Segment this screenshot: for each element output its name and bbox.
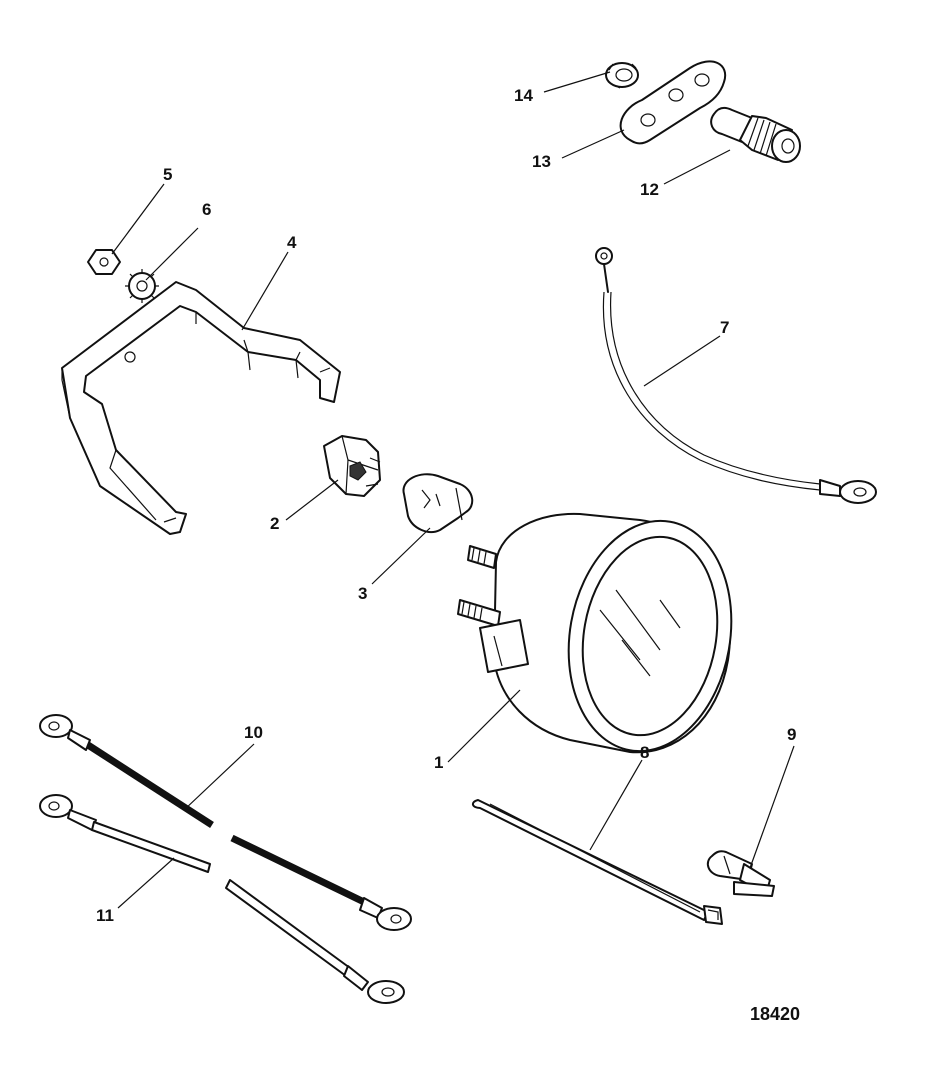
part-9-connector (706, 850, 775, 897)
leader-lines (111, 71, 795, 909)
leader-8 (589, 759, 643, 851)
part-1-gauge (457, 512, 733, 754)
figure-id: 18420 (750, 1004, 800, 1024)
callout-12: 12 (640, 180, 659, 199)
leader-10 (183, 743, 255, 811)
callout-11: 11 (96, 906, 114, 925)
callout-7: 7 (720, 318, 729, 337)
callout-8: 8 (640, 743, 649, 762)
part-12-sender (710, 106, 801, 163)
leader-6 (145, 227, 199, 281)
part-13-gasket (619, 60, 727, 145)
leader-5 (111, 183, 165, 255)
leader-4 (241, 251, 289, 331)
leader-1 (447, 689, 521, 763)
callout-13: 13 (532, 152, 551, 171)
leader-3 (371, 527, 431, 585)
callout-10: 10 (244, 723, 263, 742)
part-6-lock-washer (125, 269, 159, 303)
callout-4: 4 (287, 233, 297, 252)
callout-3: 3 (358, 584, 367, 603)
callout-9: 9 (787, 725, 796, 744)
leader-13 (561, 129, 625, 159)
leader-9 (749, 745, 795, 869)
part-10-wire (39, 714, 412, 931)
part-7-wire (595, 247, 877, 504)
part-11-wire (39, 794, 405, 1004)
leader-11 (117, 857, 175, 909)
callout-14: 14 (514, 86, 533, 105)
part-2-socket (323, 435, 381, 497)
callout-2: 2 (270, 514, 279, 533)
part-4-bracket (61, 281, 341, 535)
part-5-nut (87, 249, 121, 275)
leader-2 (285, 479, 339, 521)
callout-1: 1 (434, 753, 443, 772)
part-3-bulb (402, 473, 474, 534)
callout-labels: 14 13 12 5 6 4 7 2 3 1 10 11 8 9 (96, 86, 796, 925)
leader-7 (643, 335, 721, 387)
leader-14 (543, 71, 611, 93)
callout-5: 5 (163, 165, 172, 184)
leader-12 (663, 149, 731, 185)
part-8-cable-tie (472, 799, 723, 925)
callout-6: 6 (202, 200, 211, 219)
part-14-nut (605, 62, 639, 89)
